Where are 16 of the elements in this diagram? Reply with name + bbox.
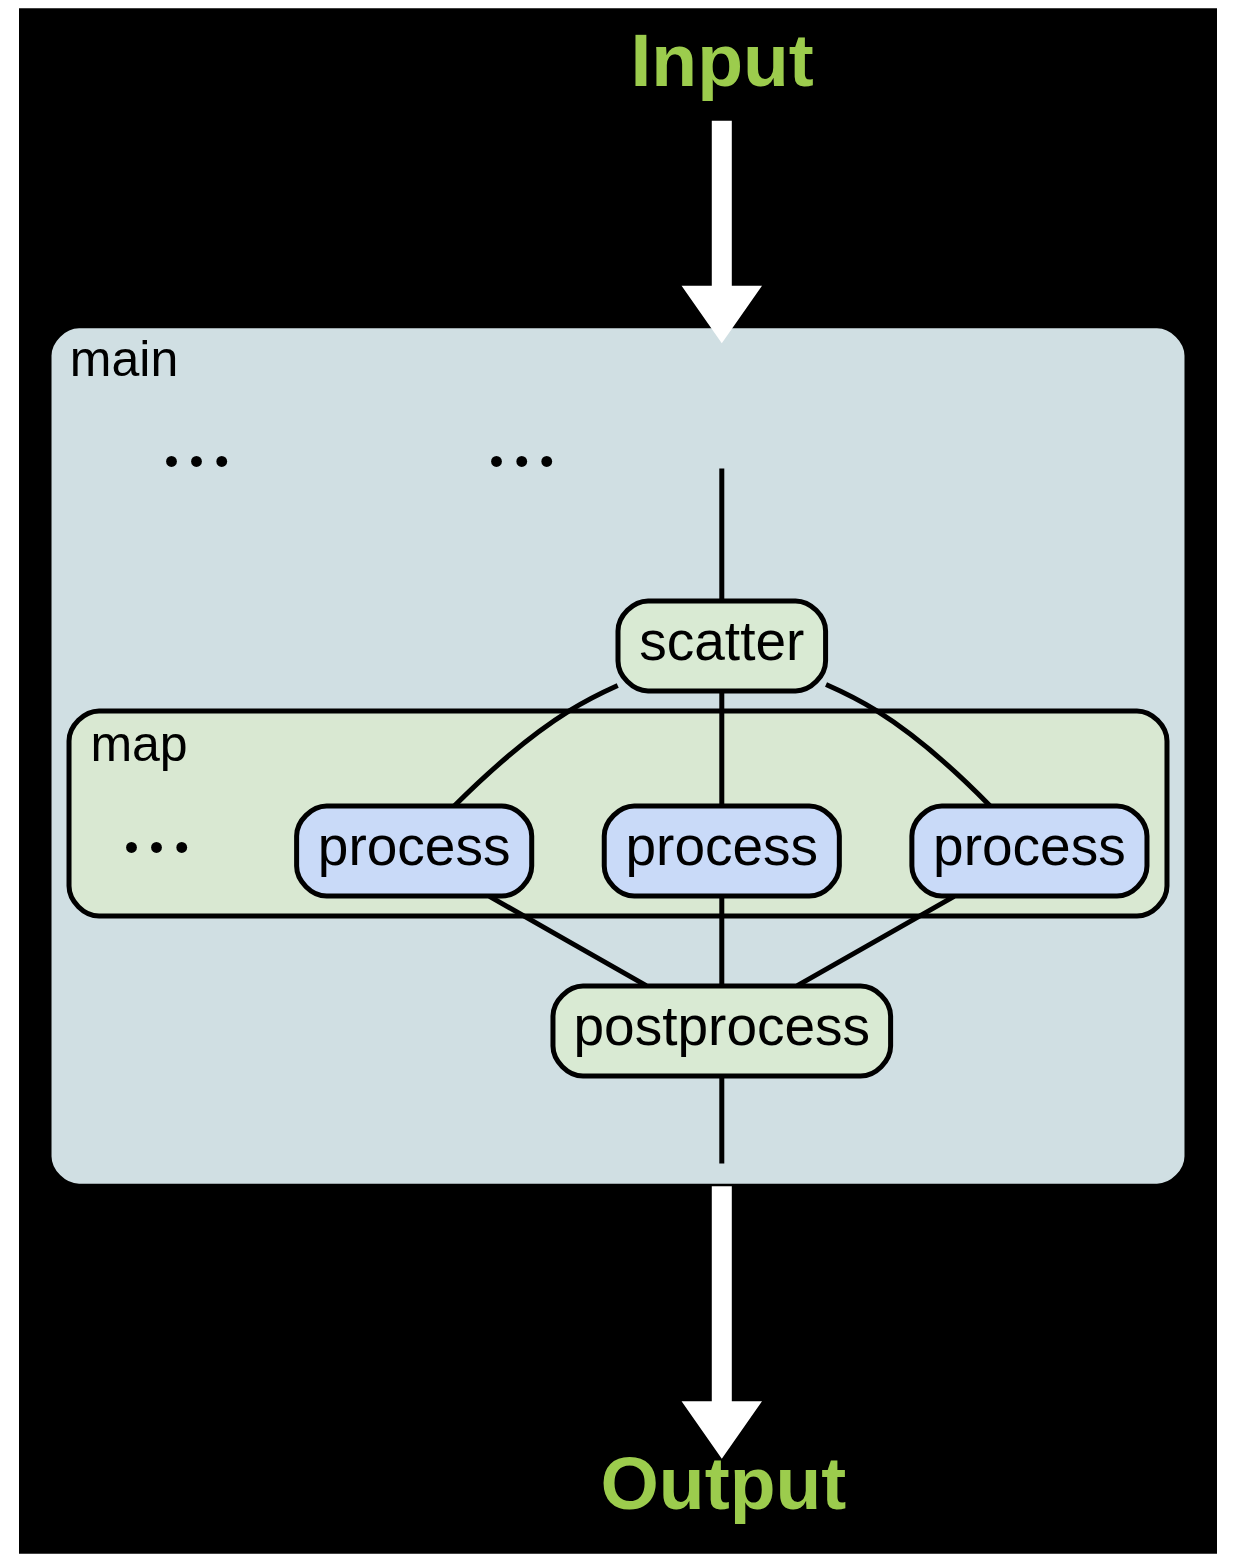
label: • • • bbox=[489, 439, 554, 484]
arrow bbox=[681, 120, 762, 344]
node-box: postprocess bbox=[549, 983, 893, 1079]
connector bbox=[718, 896, 724, 986]
node-box: process bbox=[293, 803, 534, 899]
label: • • • bbox=[163, 439, 229, 484]
connector bbox=[718, 468, 724, 601]
node-text: Output bbox=[599, 1440, 846, 1525]
connector bbox=[718, 1076, 724, 1164]
node-box: process bbox=[908, 803, 1149, 899]
connector bbox=[718, 691, 724, 806]
label: • • • bbox=[123, 824, 189, 869]
arrow bbox=[681, 1186, 762, 1459]
node-box: process bbox=[601, 803, 842, 899]
node-text: Input bbox=[630, 17, 814, 102]
node-box: scatter bbox=[615, 598, 828, 694]
